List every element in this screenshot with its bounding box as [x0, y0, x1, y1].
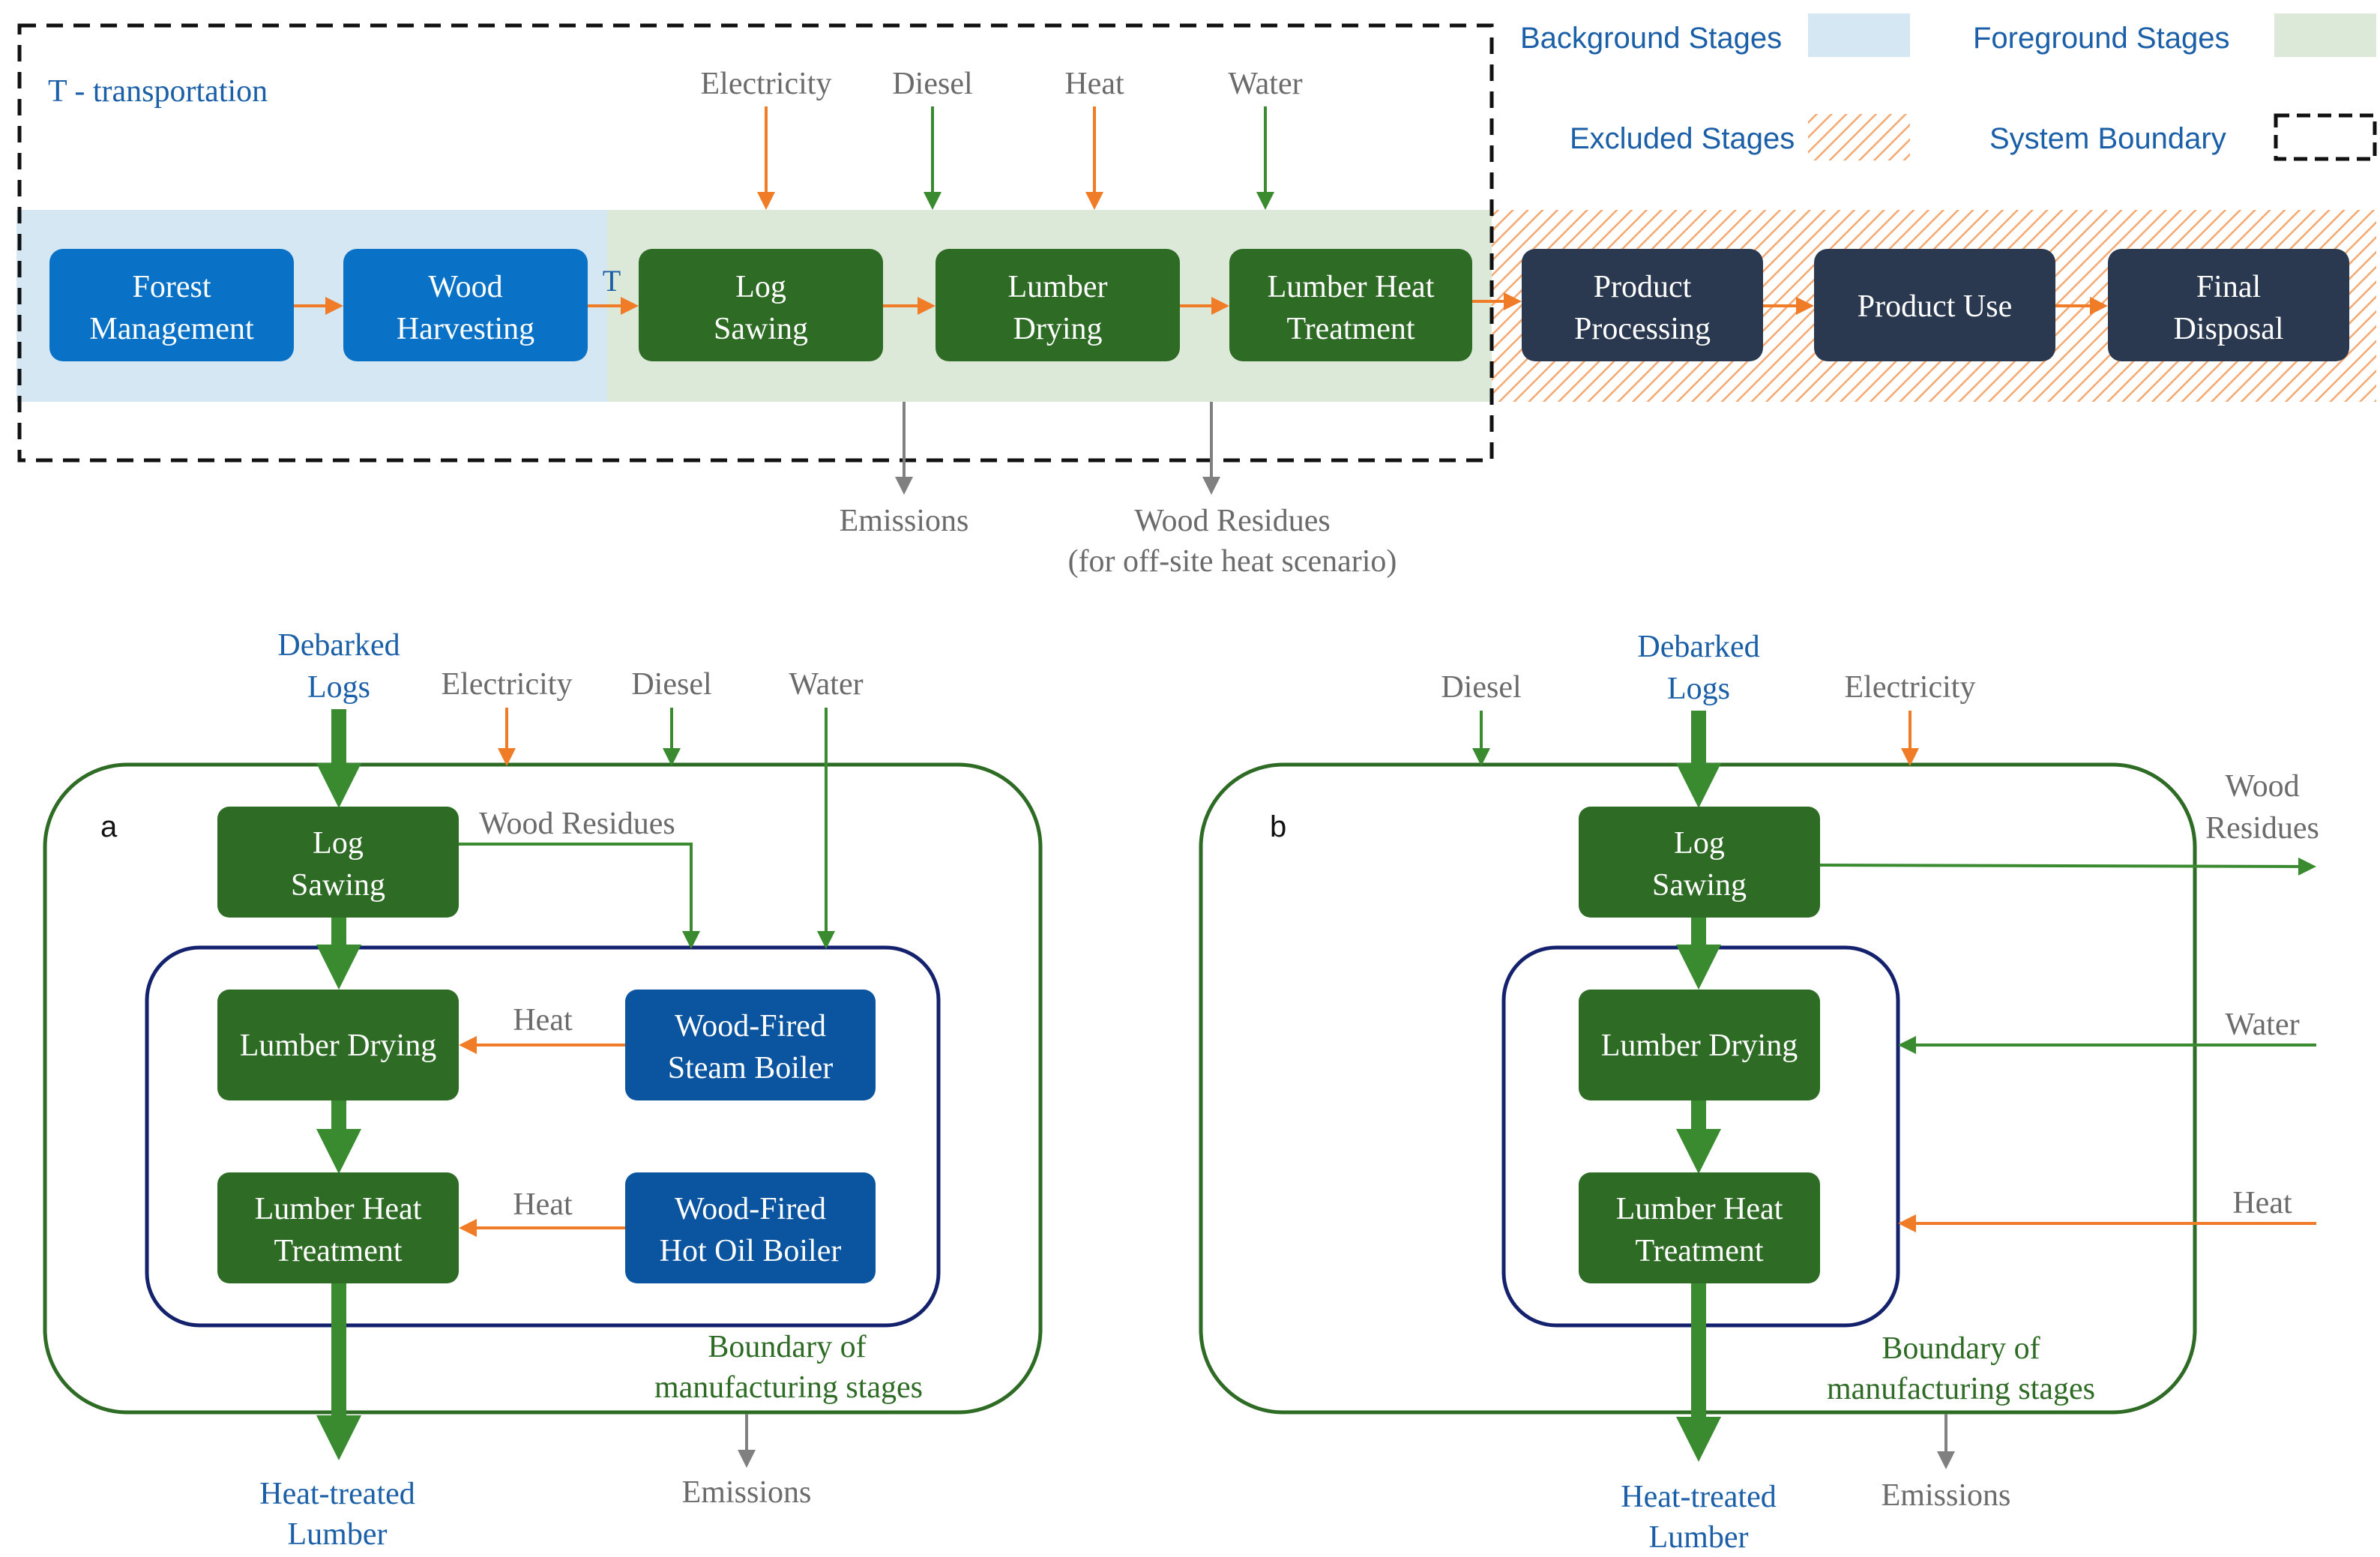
svg-text:Final: Final	[2196, 270, 2261, 304]
stage-log-sawing: Log Sawing	[639, 249, 883, 361]
panel-b-label: b	[1270, 810, 1286, 843]
panel-b-lumber-drying: Lumber Drying	[1579, 990, 1820, 1100]
panel-b-boundary-label: Boundary of	[1882, 1331, 2040, 1366]
panel-b-electricity: Electricity	[1845, 670, 1976, 705]
panel-a-heat-treatment: Lumber Heat Treatment	[217, 1172, 459, 1283]
panel-b-diesel: Diesel	[1441, 670, 1521, 705]
panel-a-inner-boundary	[145, 945, 941, 1328]
stage-final-disposal: Final Disposal	[2108, 249, 2349, 361]
panel-a-heat-label-1: Heat	[513, 1003, 573, 1038]
panel-b-residues-label-2: Residues	[2205, 811, 2319, 846]
panel-b-output-label: Heat-treated	[1621, 1480, 1777, 1514]
panel-b: b Diesel Debarked Logs Electricity Log S…	[1199, 630, 2319, 1555]
svg-text:Steam Boiler: Steam Boiler	[668, 1051, 833, 1085]
legend-foreground-swatch	[2274, 13, 2376, 57]
svg-text:Lumber Drying: Lumber Drying	[240, 1029, 436, 1063]
svg-text:Forest: Forest	[133, 270, 211, 304]
svg-text:Lumber Drying: Lumber Drying	[1601, 1029, 1798, 1063]
panel-a-wood-residues-label: Wood Residues	[479, 807, 675, 841]
panel-b-emissions: Emissions	[1882, 1478, 2011, 1513]
stage-heat-treatment: Lumber Heat Treatment	[1229, 249, 1472, 361]
svg-text:Log: Log	[1674, 826, 1725, 861]
legend-boundary-label: System Boundary	[1989, 122, 2226, 155]
input-heat: Heat	[1064, 67, 1124, 101]
panel-b-logs-label: Debarked	[1637, 630, 1759, 664]
output-emissions: Emissions	[840, 504, 969, 538]
legend-background-swatch	[1808, 13, 1910, 57]
svg-text:Sawing: Sawing	[291, 868, 385, 903]
svg-text:Hot Oil Boiler: Hot Oil Boiler	[660, 1234, 842, 1268]
svg-text:Management: Management	[89, 312, 254, 346]
transport-note: T - transportation	[48, 74, 268, 109]
panel-a-hot-oil-boiler: Wood-Fired Hot Oil Boiler	[625, 1172, 876, 1283]
panel-a-diesel: Diesel	[631, 667, 711, 702]
output-residues-note: (for off-site heat scenario)	[1068, 544, 1397, 579]
panel-a-steam-boiler: Wood-Fired Steam Boiler	[625, 990, 876, 1100]
svg-text:Processing: Processing	[1574, 312, 1711, 346]
panel-b-water-label: Water	[2225, 1008, 2299, 1042]
input-electricity: Electricity	[701, 67, 832, 101]
legend-foreground-label: Foreground Stages	[1973, 22, 2229, 55]
svg-text:Log: Log	[735, 270, 786, 304]
stage-product-processing: Product Processing	[1522, 249, 1763, 361]
svg-text:Product: Product	[1594, 270, 1692, 304]
panel-a-logs-label: Debarked	[277, 628, 400, 663]
panel-b-output-label-2: Lumber	[1649, 1520, 1749, 1555]
panel-b-residues-arrow	[1819, 857, 2316, 876]
input-diesel: Diesel	[892, 67, 972, 101]
panel-a-lumber-drying: Lumber Drying	[217, 990, 459, 1100]
system-boundary	[17, 23, 1494, 463]
legend-boundary-swatch	[2274, 113, 2377, 161]
svg-text:Treatment: Treatment	[1635, 1234, 1763, 1268]
svg-text:Wood-Fired: Wood-Fired	[675, 1009, 826, 1043]
legend-excluded-label: Excluded Stages	[1570, 122, 1795, 155]
svg-text:Wood-Fired: Wood-Fired	[675, 1192, 826, 1226]
svg-text:Treatment: Treatment	[1286, 312, 1415, 346]
panel-a-label: a	[100, 810, 118, 843]
svg-text:Sawing: Sawing	[1652, 868, 1747, 903]
panel-b-heat-treatment: Lumber Heat Treatment	[1579, 1172, 1820, 1283]
stage-wood-harvesting: Wood Harvesting	[343, 249, 588, 361]
input-water: Water	[1228, 67, 1302, 101]
panel-a-outer-boundary	[43, 762, 1043, 1415]
panel-a-log-sawing: Log Sawing	[217, 807, 459, 918]
panel-a-boundary-label-2: manufacturing stages	[654, 1370, 923, 1405]
panel-b-residues-label: Wood	[2225, 769, 2299, 804]
panel-b-boundary-label-2: manufacturing stages	[1827, 1372, 2095, 1406]
svg-text:Sawing: Sawing	[714, 312, 808, 346]
stage-forest-management: Forest Management	[49, 249, 294, 361]
panel-a-electricity: Electricity	[442, 667, 573, 702]
legend-excluded-swatch	[1808, 114, 1910, 160]
panel-a-water: Water	[789, 667, 863, 702]
panel-b-heat-label: Heat	[2232, 1186, 2292, 1220]
stage-lumber-drying: Lumber Drying	[936, 249, 1180, 361]
panel-a-emissions: Emissions	[682, 1475, 812, 1510]
panel-b-log-sawing: Log Sawing	[1579, 807, 1820, 918]
output-wood-residues: Wood Residues	[1134, 504, 1330, 538]
svg-text:Disposal: Disposal	[2174, 312, 2284, 346]
svg-text:Drying: Drying	[1013, 312, 1103, 346]
svg-text:Lumber Heat: Lumber Heat	[255, 1192, 422, 1226]
panel-a-heat-label-2: Heat	[513, 1187, 573, 1222]
transport-marker: T	[603, 264, 621, 298]
stage-product-use: Product Use	[1814, 249, 2055, 361]
svg-text:Wood: Wood	[428, 270, 502, 304]
panel-b-logs-label-2: Logs	[1667, 672, 1730, 706]
svg-text:Product Use: Product Use	[1858, 289, 2012, 324]
legend-background-label: Background Stages	[1520, 22, 1782, 55]
panel-a-output-label-2: Lumber	[288, 1517, 388, 1552]
svg-text:Harvesting: Harvesting	[397, 312, 534, 346]
svg-text:Treatment: Treatment	[274, 1234, 402, 1268]
panel-a-logs-label-2: Logs	[307, 670, 370, 705]
svg-text:Lumber: Lumber	[1008, 270, 1108, 304]
svg-text:Log: Log	[313, 826, 364, 861]
svg-text:Lumber Heat: Lumber Heat	[1268, 270, 1435, 304]
panel-a-output-label: Heat-treated	[259, 1477, 415, 1511]
svg-text:Lumber Heat: Lumber Heat	[1616, 1192, 1783, 1226]
panel-a-boundary-label: Boundary of	[708, 1330, 866, 1364]
panel-a-residues-arrow	[459, 843, 700, 949]
panel-a: a Debarked Logs Electricity Diesel Water…	[43, 628, 1043, 1552]
top-flow-arrows	[294, 292, 2108, 315]
